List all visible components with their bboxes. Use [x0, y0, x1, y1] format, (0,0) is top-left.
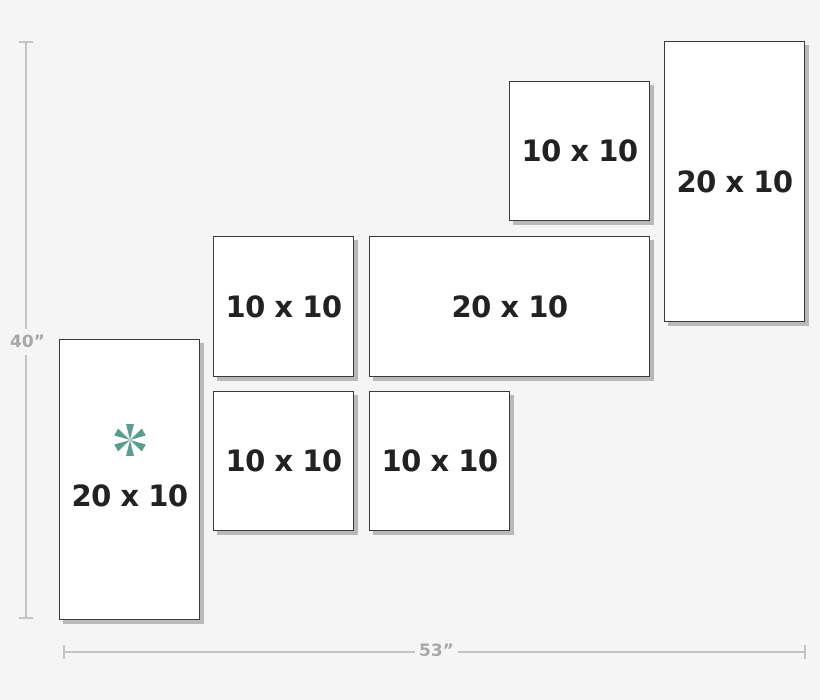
panel-label: 10 x 10 [381, 444, 498, 478]
width-dimension-cap-left [63, 645, 65, 659]
width-dimension-cap-right [804, 645, 806, 659]
panel-label: 20 x 10 [451, 289, 568, 324]
height-label: 40” [8, 329, 47, 355]
panel-label: 10 x 10 [521, 134, 638, 168]
panel-label: 10 x 10 [225, 289, 342, 324]
panel-label: 20 x 10 [676, 164, 793, 199]
canvas-panel-10x10: 10 x 10 [509, 81, 650, 221]
canvas-panel-20x10-marked: 20 x 10 [59, 339, 200, 620]
width-label: 53” [415, 641, 458, 661]
height-dimension-cap-bottom [19, 617, 33, 619]
height-dimension-cap-top [19, 41, 33, 43]
canvas-panel-10x10: 10 x 10 [213, 236, 354, 377]
canvas-panel-20x10: 20 x 10 [369, 236, 650, 377]
asterisk-icon [113, 423, 146, 456]
panel-label: 20 x 10 [71, 478, 188, 513]
panel-label: 10 x 10 [225, 444, 342, 478]
canvas-panel-10x10: 10 x 10 [213, 391, 354, 531]
canvas-panel-20x10: 20 x 10 [664, 41, 805, 322]
canvas-panel-10x10: 10 x 10 [369, 391, 510, 531]
